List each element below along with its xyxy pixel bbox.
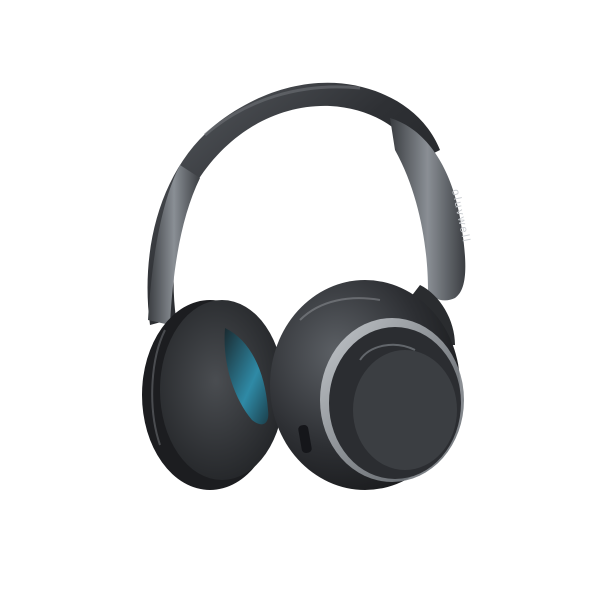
right-ear-cup — [270, 280, 464, 490]
right-cup-plate — [353, 350, 457, 470]
left-ear-cup — [142, 300, 284, 490]
left-cushion-inner — [224, 328, 269, 425]
left-slider — [148, 165, 200, 325]
control-button — [298, 424, 312, 454]
headband — [147, 82, 440, 326]
left-cushion — [160, 300, 284, 480]
